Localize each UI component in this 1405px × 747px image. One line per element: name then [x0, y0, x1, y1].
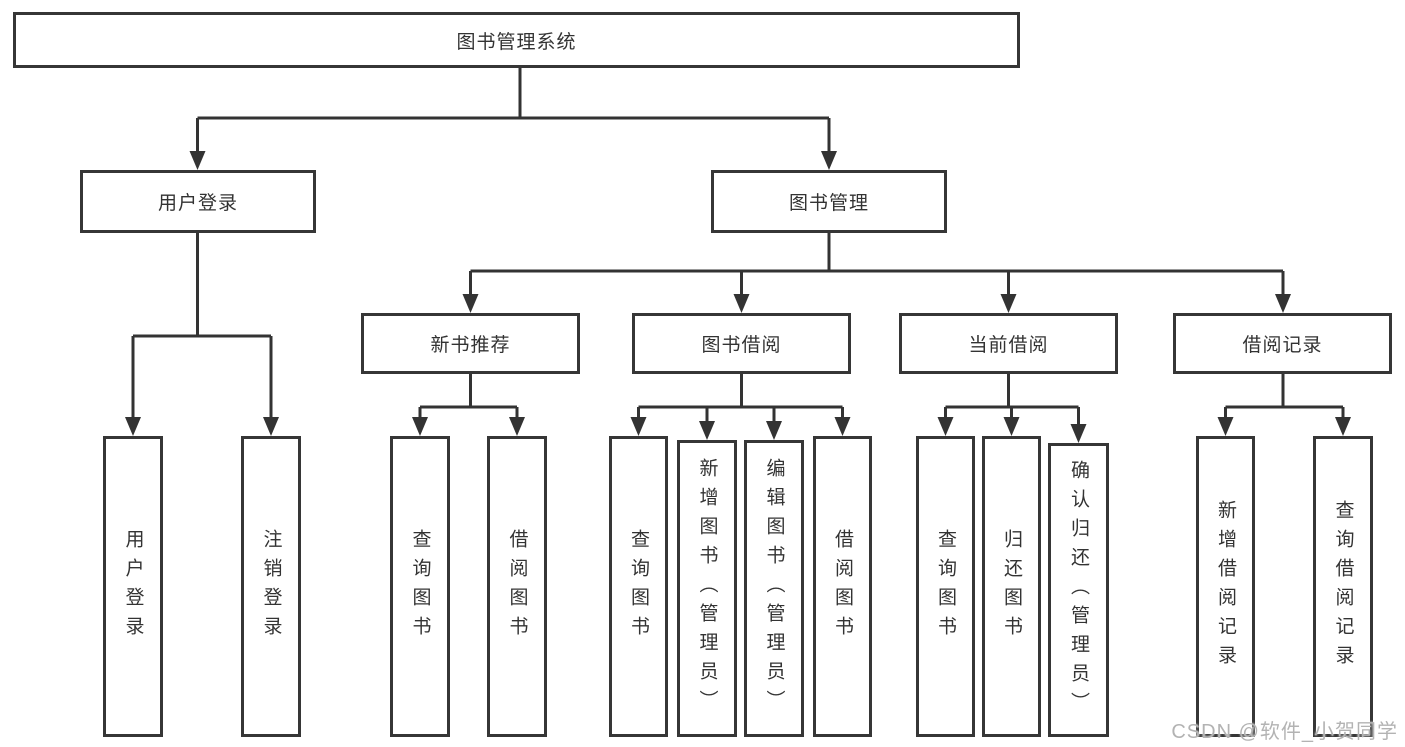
node-book-borrowing: 图书借阅	[632, 313, 851, 374]
arrowhead	[1217, 417, 1234, 436]
node-label: 新增借阅记录	[1215, 499, 1236, 674]
arrowhead	[462, 294, 479, 313]
leaf-query-borrow-record: 查询借阅记录	[1313, 436, 1373, 737]
arrowhead	[1070, 424, 1087, 443]
node-label: 图书管理系统	[456, 31, 577, 53]
leaf-current-query-books: 查询图书	[916, 436, 975, 737]
leaf-logout: 注销登录	[241, 436, 301, 737]
arrowhead	[1275, 294, 1291, 313]
leaf-add-books-admin: 新增图书（管理员）	[677, 440, 737, 737]
arrowhead	[412, 417, 428, 436]
arrowhead	[699, 421, 715, 440]
node-label: 借阅记录	[1242, 335, 1323, 356]
leaf-recommend-borrow-books: 借阅图书	[487, 436, 547, 737]
csdn-watermark: CSDN @软件_小贺同学	[1171, 721, 1398, 743]
node-label: 用户登录	[157, 193, 238, 214]
leaf-borrowing-borrow-books: 借阅图书	[813, 436, 872, 737]
node-label: 当前借阅	[968, 335, 1049, 356]
arrowhead	[1003, 417, 1020, 436]
node-label: 查询图书	[409, 528, 431, 645]
node-label: 新书推荐	[430, 335, 511, 356]
arrowhead	[125, 417, 141, 436]
node-label: 图书管理	[788, 193, 869, 214]
leaf-user-login: 用户登录	[103, 436, 163, 737]
arrowhead	[1000, 294, 1017, 313]
arrowhead	[509, 417, 525, 436]
node-label: 注销登录	[260, 528, 282, 645]
node-label: 借阅图书	[832, 528, 853, 645]
node-label: 查询图书	[628, 528, 649, 645]
node-label: 查询借阅记录	[1332, 499, 1354, 674]
node-label: 借阅图书	[506, 528, 528, 645]
node-new-book-recommendation: 新书推荐	[361, 313, 580, 374]
node-label: 归还图书	[1001, 528, 1022, 645]
arrowhead	[1335, 417, 1351, 436]
arrowhead	[733, 294, 750, 313]
arrowhead	[937, 417, 954, 436]
leaf-edit-books-admin: 编辑图书（管理员）	[744, 440, 804, 737]
node-label: 确认归还（管理员）	[1068, 459, 1089, 721]
node-borrowing-records: 借阅记录	[1173, 313, 1392, 374]
leaf-borrowing-query-books: 查询图书	[609, 436, 668, 737]
arrowhead	[766, 421, 782, 440]
leaf-recommend-query-books: 查询图书	[390, 436, 450, 737]
leaf-confirm-return-admin: 确认归还（管理员）	[1048, 443, 1109, 737]
node-library-management-system: 图书管理系统	[13, 12, 1020, 68]
node-user-login: 用户登录	[80, 170, 316, 233]
arrowhead	[834, 417, 851, 436]
connector-path	[131, 66, 1345, 429]
node-label: 编辑图书（管理员）	[763, 458, 785, 719]
arrowhead	[821, 151, 837, 170]
node-label: 用户登录	[122, 528, 144, 645]
leaf-add-borrow-record: 新增借阅记录	[1196, 436, 1255, 737]
arrowhead	[189, 151, 206, 170]
node-book-management: 图书管理	[711, 170, 947, 233]
node-current-borrowing: 当前借阅	[899, 313, 1118, 374]
leaf-return-books: 归还图书	[982, 436, 1041, 737]
arrowhead	[630, 417, 647, 436]
node-label: 查询图书	[935, 528, 956, 645]
node-label: 新增图书（管理员）	[696, 458, 718, 719]
node-label: 图书借阅	[701, 335, 782, 356]
arrowhead	[263, 417, 279, 436]
